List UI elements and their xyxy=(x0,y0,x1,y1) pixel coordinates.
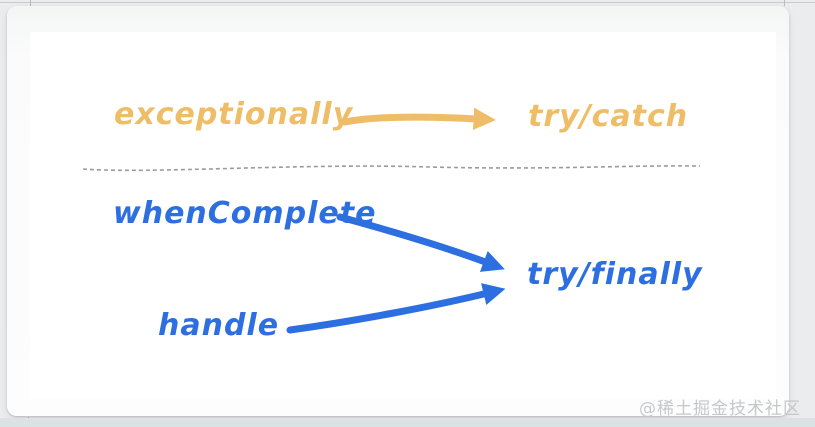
label-exceptionally: exceptionally xyxy=(114,97,354,132)
footer-strip xyxy=(0,418,815,427)
label-try-finally: try/finally xyxy=(527,257,703,292)
grid-line-artifact xyxy=(30,0,31,6)
label-try-catch: try/catch xyxy=(528,99,689,134)
watermark: @稀土掘金技术社区 xyxy=(639,399,801,419)
grid-line-artifact xyxy=(784,0,785,6)
label-handle: handle xyxy=(158,308,280,343)
top-hairline xyxy=(0,2,815,3)
label-when-complete: whenComplete xyxy=(113,196,377,231)
